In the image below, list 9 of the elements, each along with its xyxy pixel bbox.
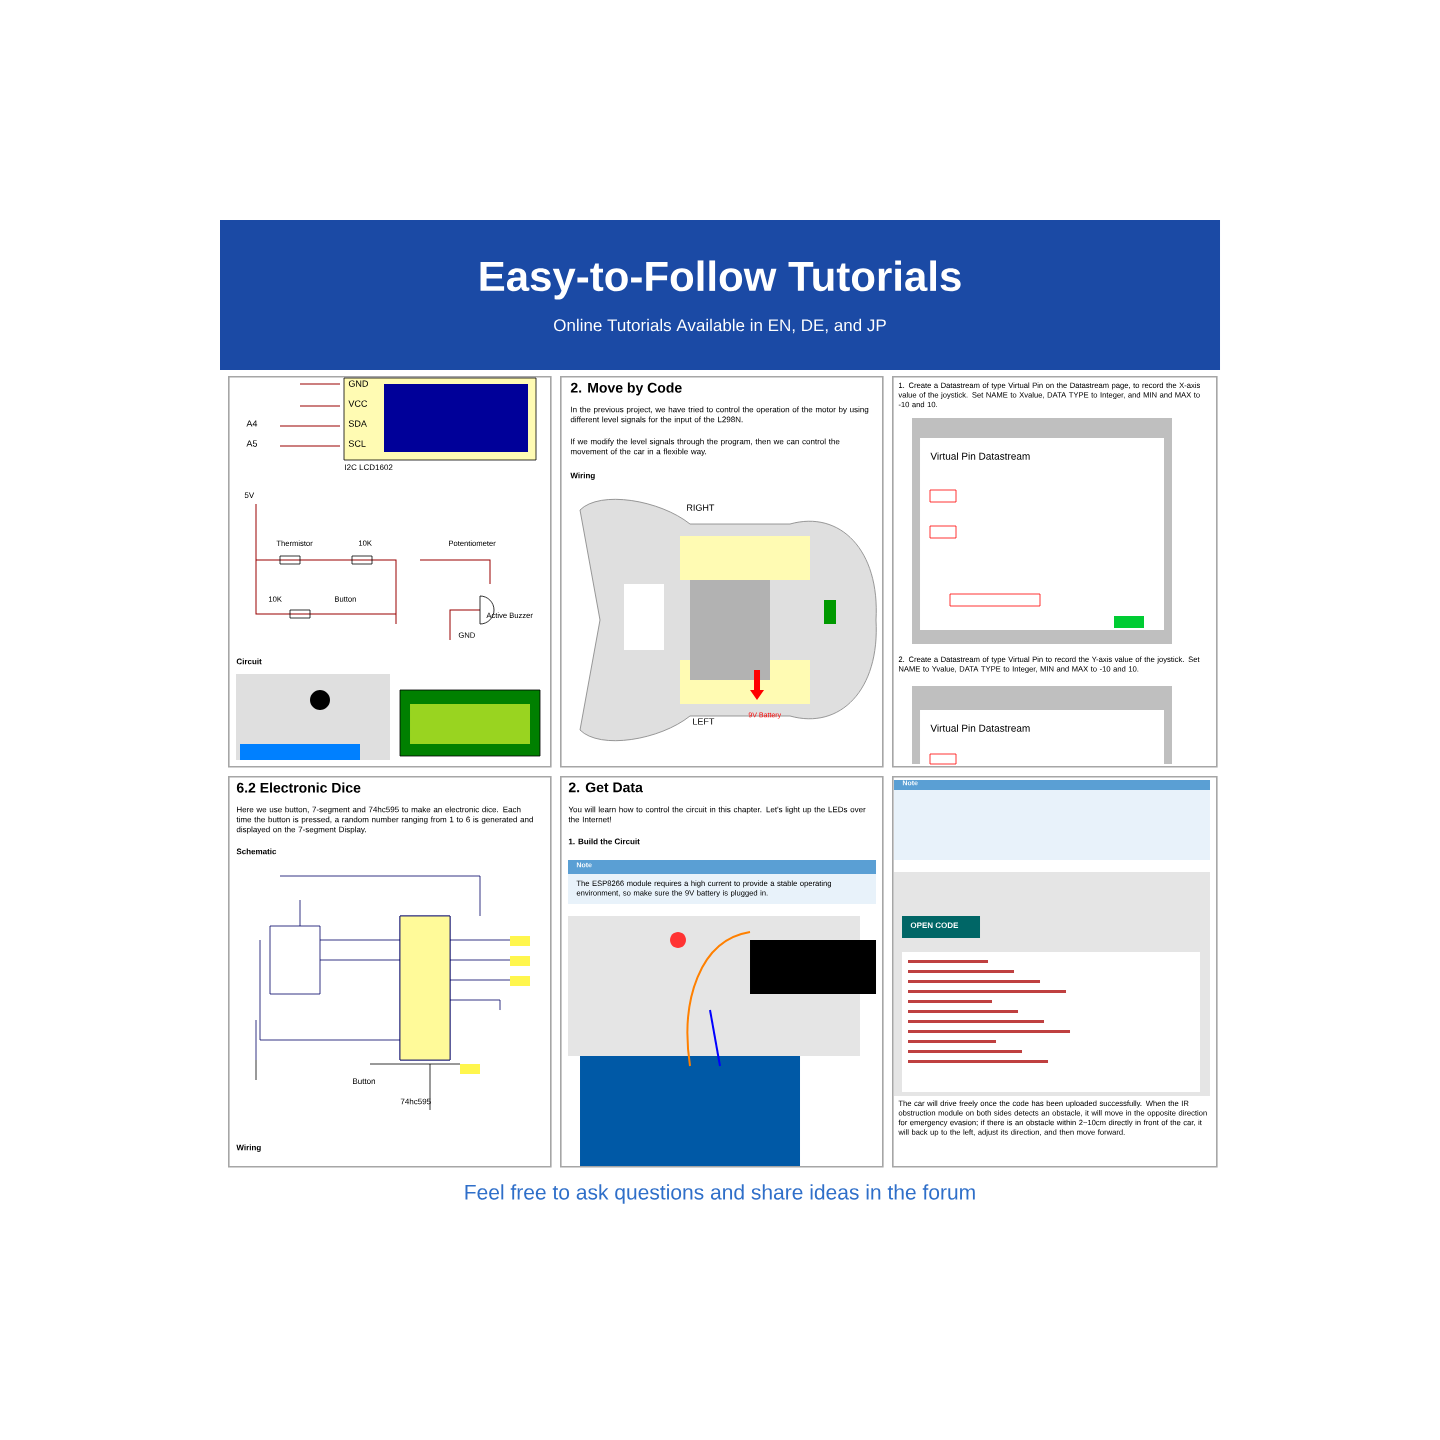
subtitle: Online Tutorials Available in EN, DE, and JP: [554, 318, 886, 334]
tutorial-panel: [228, 376, 552, 768]
caption: Feel free to ask questions and share ideas in the forum: [465, 1184, 975, 1204]
tutorial-panel: [560, 376, 884, 768]
tutorial-panel: [892, 376, 1218, 768]
tutorial-panel: [228, 776, 552, 1168]
tutorial-panel: [892, 776, 1218, 1168]
title: Easy-to-Follow Tutorials: [480, 260, 961, 300]
tutorial-panel: [560, 776, 884, 1168]
